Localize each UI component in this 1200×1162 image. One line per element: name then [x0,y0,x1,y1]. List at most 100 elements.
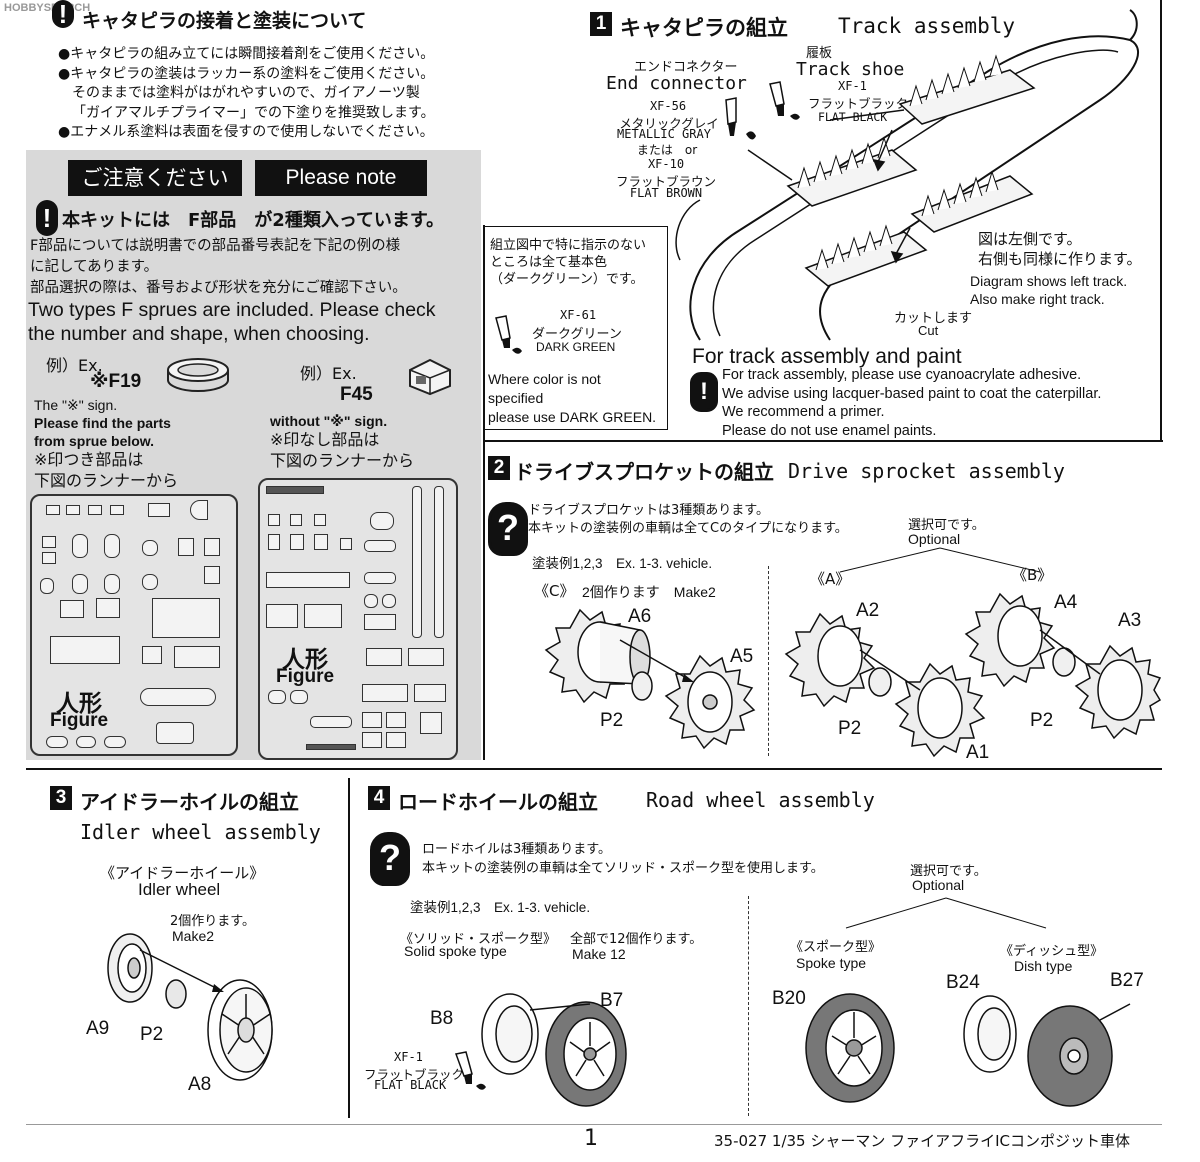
sprue-part [386,732,406,748]
spoke-wheel-diagram [805,993,895,1103]
sprue-part [46,505,60,515]
sprue-part [290,690,308,704]
paint-brush-icon [454,1051,486,1090]
sprue-part [304,604,342,628]
paint-name-jp: ダークグリーン [532,327,622,342]
part-label: A4 [1054,592,1078,613]
step-number: 1 [590,12,612,36]
step4-note: ロードホイルは3種類あります。 本キットの塗装例の車輌は全てソリッド・スポーク型… [422,840,824,878]
sprue-part [88,505,102,515]
part-label: A8 [188,1074,212,1095]
sprue-part [266,572,350,588]
base-color-box [484,226,668,430]
sprue-part [382,594,396,608]
right-example-label: 例）Ex. [300,364,357,383]
paint-code: XF-10 [647,157,685,171]
make12-en: Make 12 [572,946,626,962]
step-number: 3 [50,786,72,810]
sprue-part [46,736,68,748]
text-line: Please find the parts [34,415,171,431]
note-label-en: Please note [255,160,427,196]
dish-wheel-diagram [963,995,1131,1107]
sprue-part [364,540,396,552]
text-line: from sprue below. [34,433,155,449]
paint-name-jp: フラットブラウン [615,174,716,189]
sprue-part [268,514,280,526]
part-label: A5 [730,646,754,667]
text-line: ※印なし部品は [270,432,380,449]
caution-icon: ! [690,372,718,412]
base-color-text-en: Where color is not specified please use … [488,370,656,427]
part-label: A2 [856,600,880,621]
paint-name-jp: メタリックグレイ [619,116,719,131]
sprue-part [268,534,280,550]
sprocket-ab-diagram [784,592,1162,758]
sprue-part [76,736,96,748]
text-line: 組立図中で特に指示のない [490,238,647,253]
paint-code: XF-1 [838,79,867,93]
end-connector-en: End connector [606,73,747,94]
note-text-jp: F部品については説明書での部品番号表記を下記の例の様 に記してあります。 部品選… [30,236,407,299]
text-line: Also make right track. [970,291,1105,307]
bullet-line: ●キャタピラの組み立てには瞬間接着剤をご使用ください。 [58,46,435,62]
sprue-part [370,512,394,530]
sprue-part [362,684,408,702]
sprue-part [412,486,422,638]
text-line: The "※" sign. [34,397,118,413]
text-line: 右側も同様に作ります。 [978,250,1142,268]
paint-or: または or [636,143,698,157]
sprue-part [140,688,216,706]
sprue-part [266,604,298,628]
left-track-note-jp: 図は左側です。 右側も同様に作ります。 [978,229,1142,269]
sprue-part [362,732,382,748]
text-line: ロードホイルは3種類あります。 [422,842,611,857]
paint-name-en: FLAT BROWN [629,186,703,200]
sprue-part [50,636,120,664]
part-label: P2 [838,718,862,739]
sprue-part [290,534,304,550]
text-line: We advise using lacquer-based paint to c… [722,385,1102,402]
sprue-part [420,712,442,734]
figure-label-jp: 人形 [56,691,102,717]
optional-en: Optional [912,877,965,893]
track-assembly-diagram [675,9,1140,341]
sprue-part [174,646,220,668]
solid-spoke-wheel-diagram [481,993,627,1107]
part-label: A6 [628,606,652,627]
optional-branch-lines [845,897,1047,929]
sprue-part [386,712,406,728]
text-line: For track assembly, please use cyanoacry… [722,367,1082,383]
page-number: 1 [584,1126,598,1151]
step1-title-jp: キャタピラの組立 [620,16,788,40]
step3-title-en: Idler wheel assembly [80,820,321,844]
text-line: Two types F sprues are included. Please … [28,299,436,321]
example-label: 塗装例1,2,3 Ex. 1-3. vehicle. [532,556,713,571]
make12-jp: 全部で12個作ります。 [570,932,703,947]
text-line: 本キットの塗装例の車輌は全てCのタイプになります。 [528,521,848,536]
note-headline: 本キットには F部品 が2種類入っています。 [62,210,445,231]
text-line: Please do not use enamel paints. [722,422,937,439]
step2-note: ドライブスプロケットは3種類あります。 本キットの塗装例の車輌は全てCのタイプに… [528,502,848,538]
track-paint-notes: For track assembly, please use cyanoacry… [722,366,1101,440]
text-line: 図は左側です。 [978,230,1082,248]
left-example-part: ※F19 [90,371,142,392]
part-label: B7 [600,990,624,1011]
divider [1160,0,1162,442]
example-label: 塗装例1,2,3 Ex. 1-3. vehicle. [410,900,591,915]
sprue-part [362,712,382,728]
make2-jp: 2個作ります。 [170,914,255,929]
solid-spoke-jp: 《ソリッド・スポーク型》 [400,932,557,947]
sprue-part [72,574,88,594]
part-label: A9 [86,1018,110,1039]
text-line: 下図のランナーから [270,453,415,470]
step2-title-en: Drive sprocket assembly [788,459,1065,483]
left-track-note-en: Diagram shows left track. Also make righ… [970,272,1127,308]
sprue-part [148,503,170,517]
divider [483,225,485,760]
ring-part-icon [167,358,229,392]
sprue-part [266,486,324,494]
spoke-type-en: Spoke type [796,955,867,971]
part-label: A3 [1118,610,1142,631]
sprue-part [414,684,446,702]
sprue-part [290,514,302,526]
